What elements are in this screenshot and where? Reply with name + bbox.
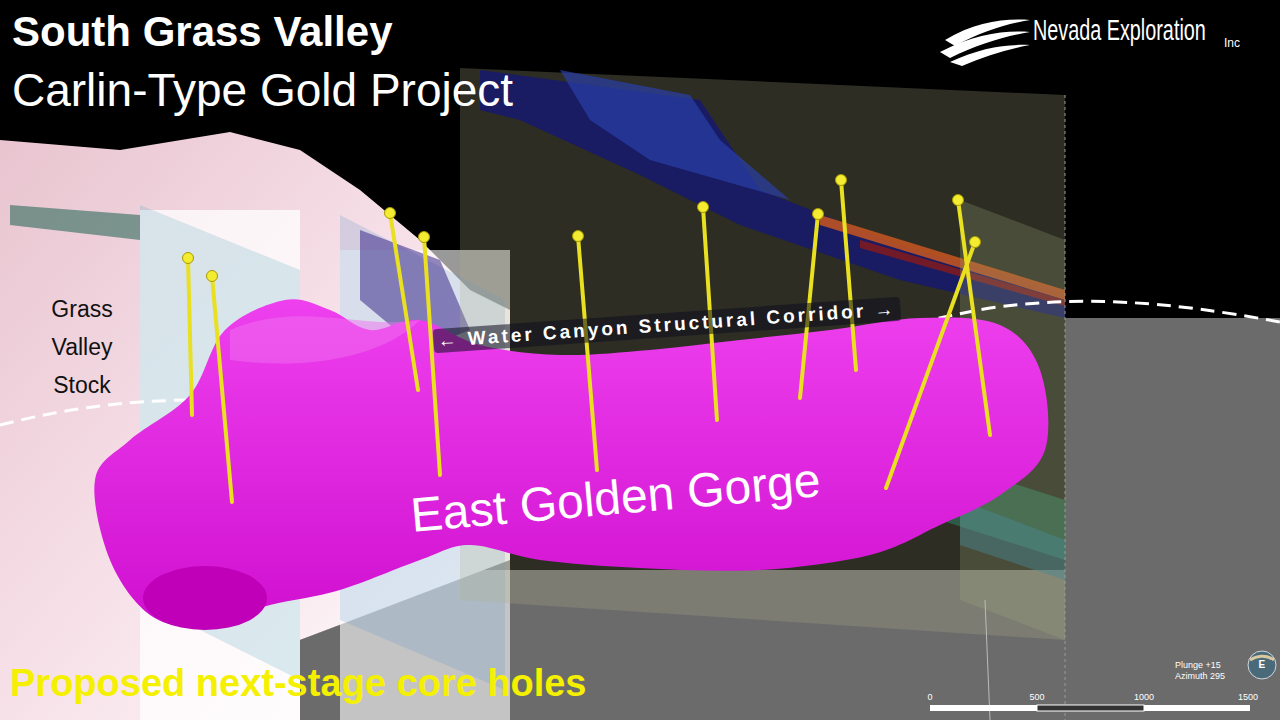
scale-number: 1000 [1134,692,1154,703]
scale-number: 500 [1030,692,1045,703]
view-plunge: Plunge +15 [1175,660,1221,671]
subtitle: Carlin-Type Gold Project [12,62,513,118]
region-label: Grass Valley Stock [28,290,136,404]
compass-letter: E [1259,659,1266,671]
scale-number: 0 [928,692,933,703]
company-logo-suffix: Inc [1224,36,1240,50]
scale-number: 1500 [1238,692,1258,703]
company-logo-text: Nevada Exploration [1033,12,1206,48]
footer-caption: Proposed next-stage core holes [10,660,587,706]
title: South Grass Valley [12,6,393,58]
view-azimuth: Azimuth 295 [1175,671,1225,682]
